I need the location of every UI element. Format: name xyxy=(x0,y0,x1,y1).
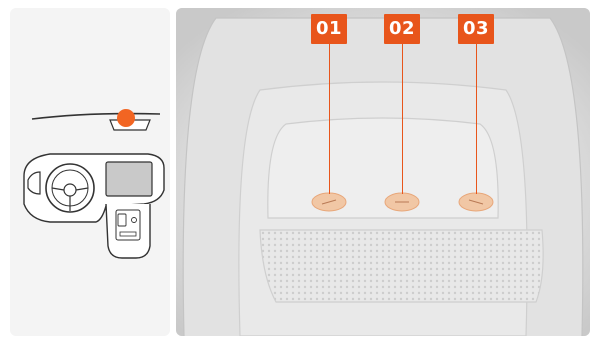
leader-line-02 xyxy=(402,44,403,194)
microphone-grille xyxy=(260,230,543,302)
detail-panel: 01 02 03 xyxy=(176,8,590,336)
leader-line-03 xyxy=(476,44,477,194)
callout-03: 03 xyxy=(458,14,494,44)
windshield-line xyxy=(32,114,160,119)
infotainment-screen xyxy=(106,162,152,196)
location-marker xyxy=(117,109,135,127)
callout-02: 02 xyxy=(384,14,420,44)
gear-selector xyxy=(118,214,126,226)
overhead-console-detail xyxy=(176,8,590,336)
car-interior-overview xyxy=(10,8,170,336)
callout-01: 01 xyxy=(311,14,347,44)
overview-panel xyxy=(10,8,170,336)
leader-line-01 xyxy=(329,44,330,194)
steering-hub xyxy=(64,184,76,196)
